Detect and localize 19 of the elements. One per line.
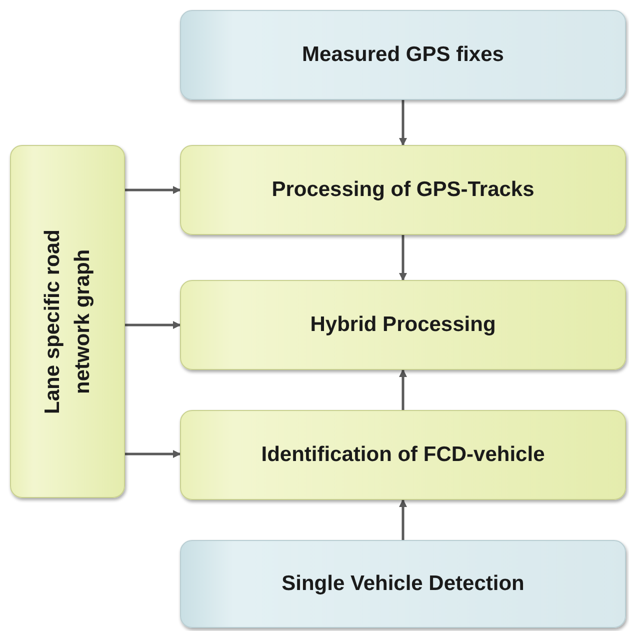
side-box bbox=[10, 145, 125, 498]
arrow bbox=[399, 235, 407, 281]
arrow bbox=[125, 186, 181, 194]
arrow bbox=[399, 100, 407, 146]
arrow bbox=[125, 450, 181, 458]
process-box bbox=[180, 280, 626, 370]
process-box bbox=[180, 10, 626, 100]
box-label: Identification of FCD-vehicle bbox=[261, 442, 545, 468]
box-label: Processing of GPS-Tracks bbox=[272, 177, 534, 204]
box-label: Single Vehicle Detection bbox=[282, 571, 524, 598]
arrow bbox=[399, 369, 407, 410]
process-box bbox=[180, 410, 626, 500]
arrow bbox=[125, 321, 181, 329]
box-label: Lane specific road network graph bbox=[40, 228, 94, 416]
process-box bbox=[180, 145, 626, 235]
arrow bbox=[399, 499, 407, 540]
process-box bbox=[180, 540, 626, 628]
box-label: Hybrid Processing bbox=[310, 312, 496, 338]
box-label: Measured GPS fixes bbox=[302, 42, 504, 68]
